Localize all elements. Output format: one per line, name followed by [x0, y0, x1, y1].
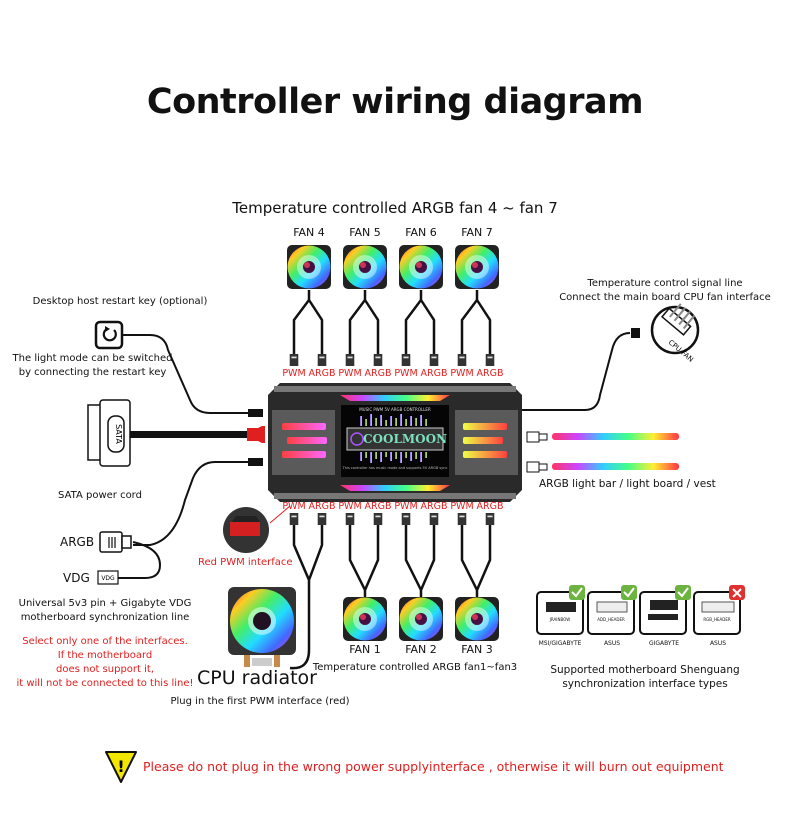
warning-icon: !: [105, 751, 137, 783]
argb-light-bars: [526, 431, 679, 473]
port-label-argb: ARGB: [420, 368, 448, 379]
bottom-fans: [343, 597, 499, 641]
page-title: Controller wiring diagram: [146, 82, 644, 122]
red-pwm-interface-label: Red PWM interface: [198, 557, 293, 568]
sync-name-4: RGB_HEADER: [703, 617, 731, 622]
port-label-argb: ARGB: [476, 368, 504, 379]
port-label-pwm: PWM: [282, 368, 306, 379]
fan-5-label: FAN 5: [349, 226, 381, 239]
fan-2: [399, 597, 443, 641]
interface-warning-note: Select only one of the interfaces. If th…: [16, 636, 194, 689]
port-label-pwm: PWM: [338, 368, 362, 379]
port-label-argb: ARGB: [308, 501, 336, 512]
sata-text: SATA: [114, 424, 123, 444]
port-label-pwm: PWM: [450, 368, 474, 379]
port-label-pwm: PWM: [338, 501, 362, 512]
bottom-plugs: [289, 513, 495, 525]
sync-line-label: Universal 5v3 pin + Gigabyte VDG motherb…: [18, 598, 192, 623]
sync-name-1: JRAINBOW: [549, 617, 571, 622]
fan-3: [455, 597, 499, 641]
sata-connector-icon: SATA: [87, 399, 131, 467]
controller-footer-text: This controller has music mode and suppo…: [342, 466, 448, 470]
controller-body: [268, 383, 522, 502]
fan-6: [399, 245, 443, 289]
sync-type-icons: [536, 585, 745, 635]
bottom-fans-heading: Temperature controlled ARGB fan1~fan3: [312, 662, 518, 673]
vdg-connector-icon: VDG: [97, 570, 119, 585]
bottom-fan-wires: [289, 525, 492, 670]
vdg-connector-text: VDG: [101, 575, 115, 582]
top-fans: [287, 245, 499, 289]
fan-4-label: FAN 4: [293, 226, 325, 239]
red-pwm-interface-icon: [223, 507, 269, 553]
port-label-pwm: PWM: [450, 501, 474, 512]
light-bar-label: ARGB light bar / light board / vest: [539, 478, 716, 490]
sync-types-caption: Supported motherboard Shenguang synchron…: [550, 664, 740, 690]
cpu-radiator-note: Plug in the first PWM interface (red): [170, 696, 350, 707]
sync-brand-3: GIGABYTE: [648, 640, 680, 647]
fan-6-label: FAN 6: [405, 226, 437, 239]
sync-brand-2: ASUS: [603, 640, 621, 647]
cpu-radiator-icon: [228, 587, 296, 667]
vdg-label: VDG: [63, 571, 90, 585]
fan-1: [343, 597, 387, 641]
port-label-argb: ARGB: [476, 501, 504, 512]
sync-brand-4: ASUS: [709, 640, 727, 647]
fan-1-label: FAN 1: [349, 643, 381, 656]
restart-key-icon: [94, 320, 124, 350]
top-plugs: [289, 354, 495, 366]
restart-key-label: Desktop host restart key (optional): [32, 296, 208, 307]
port-label-argb: ARGB: [364, 368, 392, 379]
cpu-radiator-label: CPU radiator: [197, 667, 317, 689]
sata-power-cord-label: SATA power cord: [58, 490, 142, 501]
fan-2-label: FAN 2: [405, 643, 437, 656]
port-label-pwm: PWM: [282, 501, 306, 512]
temp-signal-label: Temperature control signal line Connect …: [559, 278, 771, 303]
port-label-pwm: PWM: [394, 501, 418, 512]
fan-7: [455, 245, 499, 289]
fan-5: [343, 245, 387, 289]
controller-brand: COOLMOON: [363, 432, 448, 446]
fan-7-label: FAN 7: [461, 226, 493, 239]
argb-connector-icon: [99, 531, 132, 553]
light-bar-2: [552, 463, 679, 470]
sync-name-2: ADD_HEADER: [597, 617, 625, 622]
port-label-argb: ARGB: [308, 368, 336, 379]
top-fans-heading: Temperature controlled ARGB fan 4 ~ fan …: [232, 199, 558, 217]
port-label-argb: ARGB: [364, 501, 392, 512]
light-bar-1: [552, 433, 679, 440]
controller-header-text: MUSIC PWM 5V ARGB CONTROLLER: [359, 407, 431, 412]
footer-warning: Please do not plug in the wrong power su…: [143, 759, 724, 774]
fan-4: [287, 245, 331, 289]
svg-text:!: !: [117, 757, 124, 776]
port-label-argb: ARGB: [420, 501, 448, 512]
port-label-pwm: PWM: [394, 368, 418, 379]
top-fan-wires: [292, 290, 492, 355]
cpu-fan-header-icon: CPU FAN: [650, 303, 700, 364]
restart-key-note: The light mode can be switched by connec…: [12, 353, 173, 378]
sync-brand-1: MSI/GIGABYTE: [538, 640, 582, 647]
fan-3-label: FAN 3: [461, 643, 493, 656]
argb-label: ARGB: [60, 535, 95, 549]
